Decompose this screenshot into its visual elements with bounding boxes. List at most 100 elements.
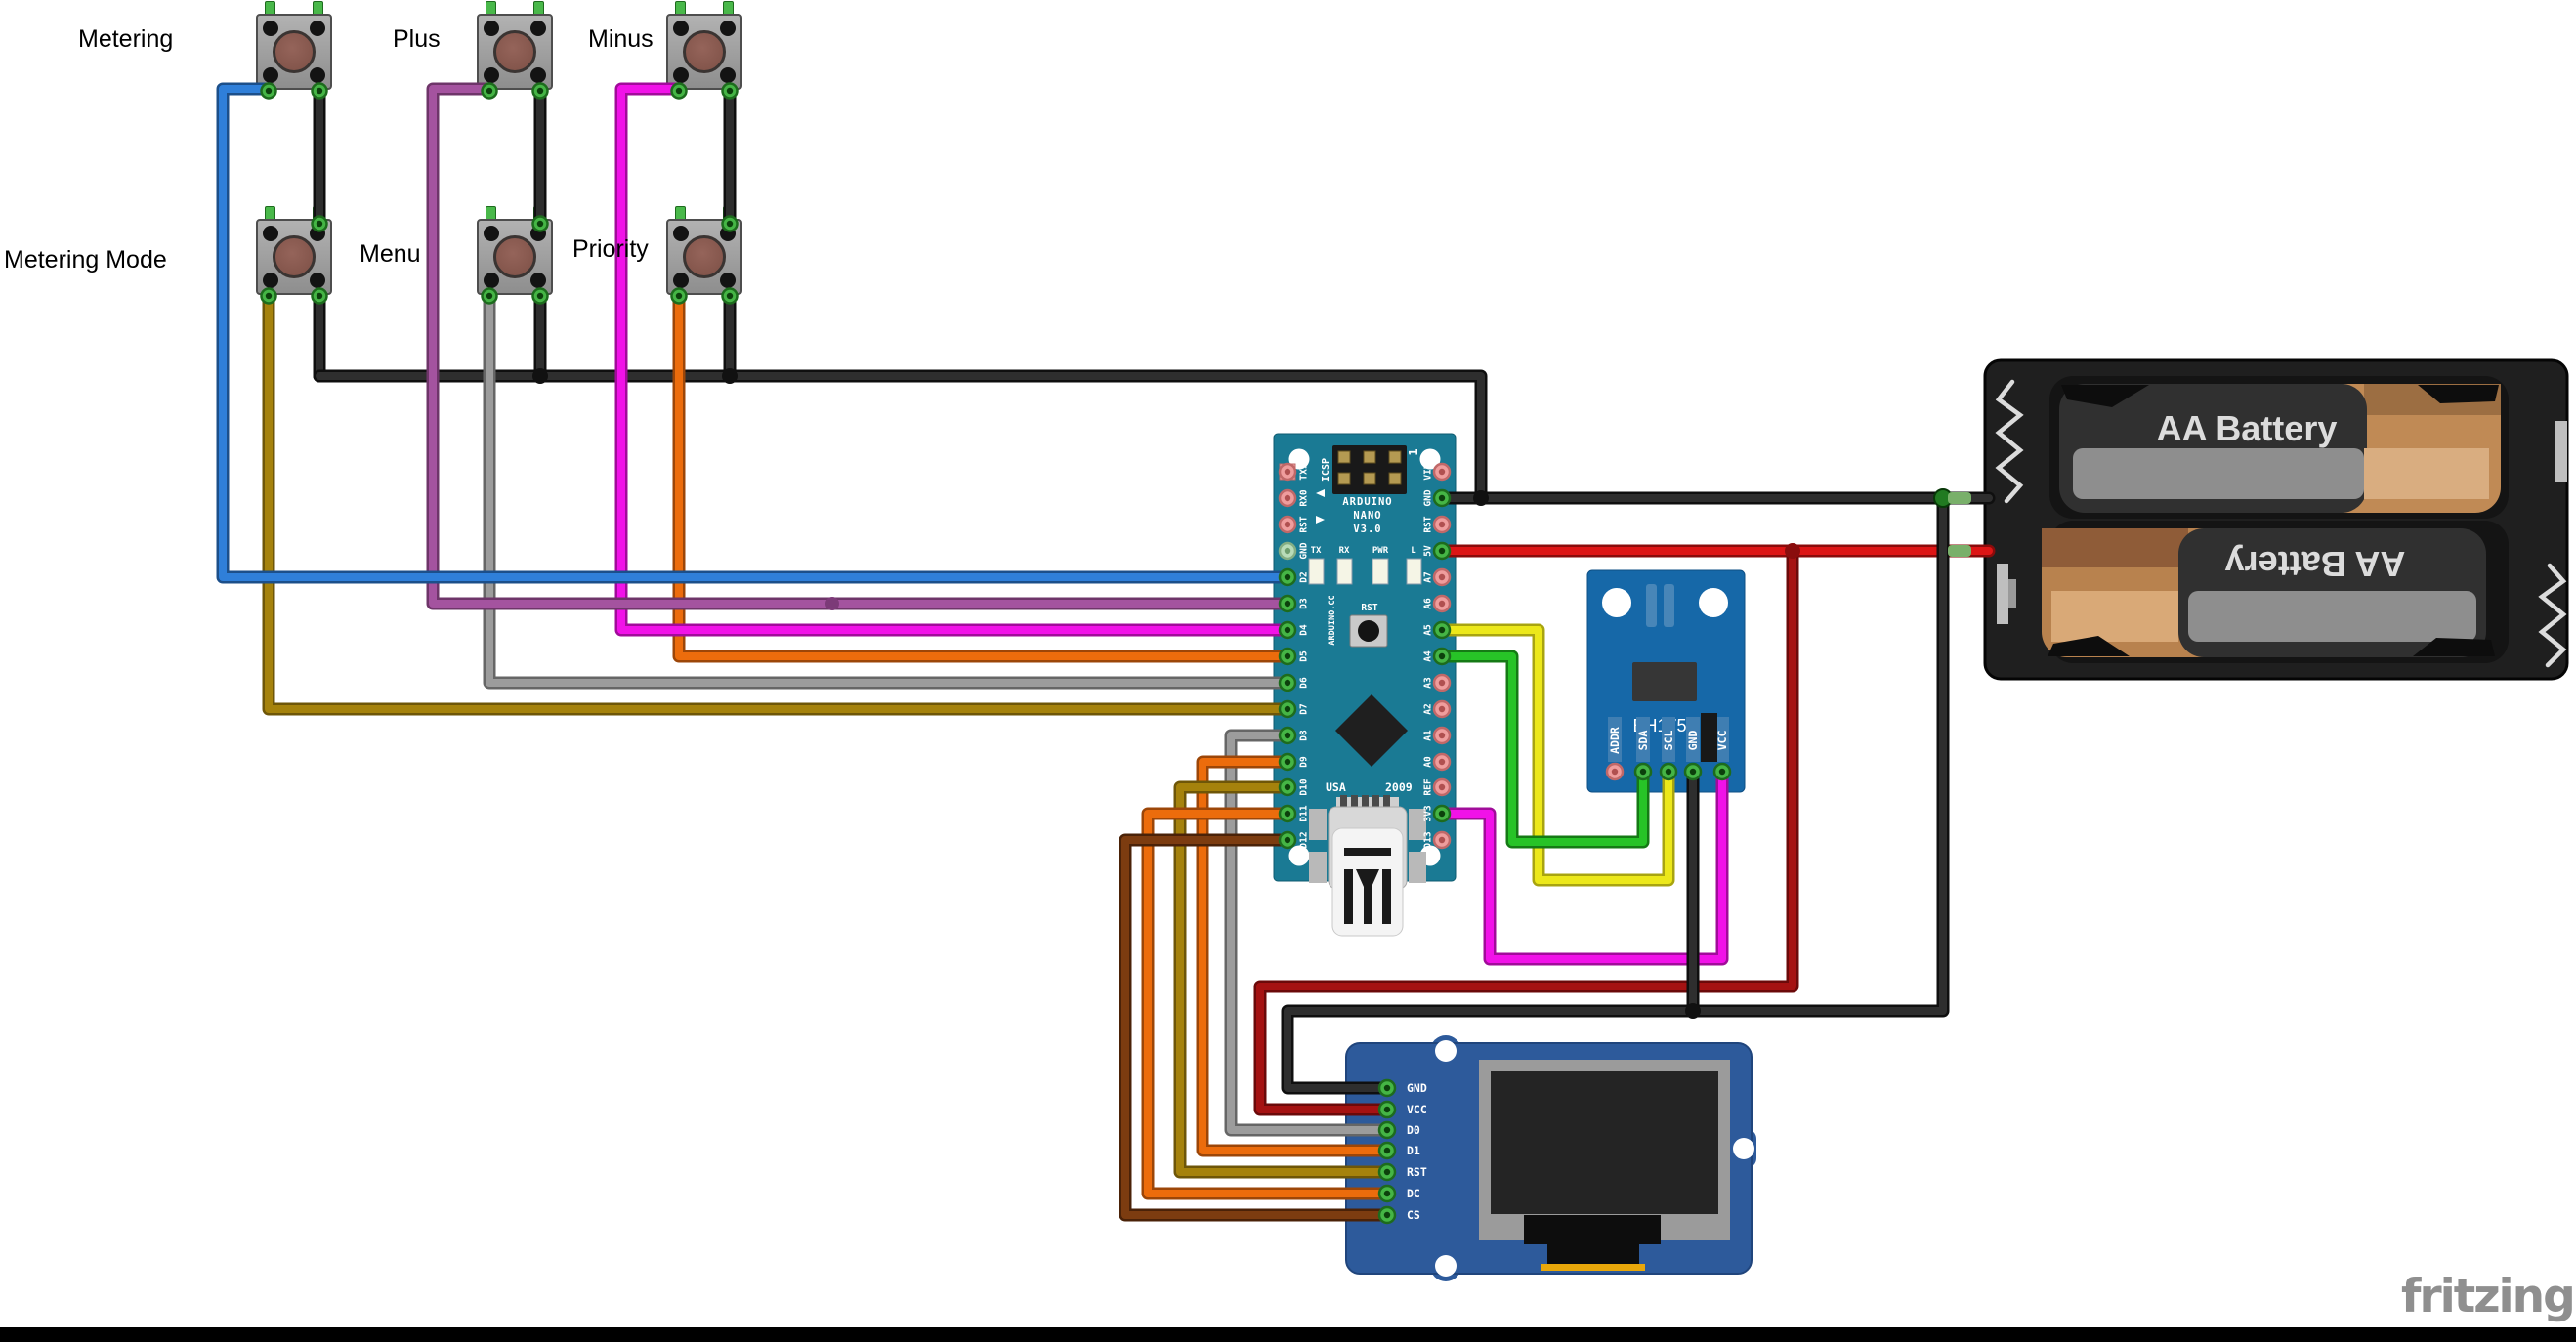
junction-bh1750-gnd-branch[interactable] <box>1685 1003 1701 1019</box>
button-menu-pin-tr[interactable] <box>531 215 549 232</box>
wire-orange-d9-oled-d1[interactable] <box>1199 758 1385 1154</box>
pushbutton-minus[interactable] <box>666 1 742 90</box>
bh1750-pin-scl[interactable] <box>1659 762 1678 781</box>
junction-red-branch[interactable] <box>1785 543 1800 559</box>
button-cap[interactable] <box>273 30 316 73</box>
button-menu-pin-bl[interactable] <box>481 287 498 305</box>
wire-green-a4-sda[interactable] <box>1438 652 1647 846</box>
arduino-pin-d13[interactable] <box>1432 830 1452 850</box>
arduino-pin-d10[interactable] <box>1278 777 1297 797</box>
button-minus-pin-br[interactable] <box>721 82 739 100</box>
arduino-pin-label-left: D9 <box>1299 756 1310 768</box>
arduino-pin-5v[interactable] <box>1432 541 1452 561</box>
button-cap[interactable] <box>493 235 536 278</box>
arduino-pin-rx0[interactable] <box>1278 488 1297 508</box>
arduino-pin-d2[interactable] <box>1278 567 1297 587</box>
wire-gray-d8-oled-d0[interactable] <box>1227 732 1385 1134</box>
wire-olive-d10-oled-rst[interactable] <box>1176 783 1385 1176</box>
arduino-pin-rst[interactable] <box>1432 515 1452 534</box>
arduino-pin-a0[interactable] <box>1432 752 1452 772</box>
arduino-pin-gnd[interactable] <box>1432 488 1452 508</box>
arduino-pin-d11[interactable] <box>1278 804 1297 823</box>
wire-magenta-minus-d4[interactable] <box>617 85 1291 634</box>
junction-bus-menu[interactable] <box>532 368 548 384</box>
arduino-pin-a5[interactable] <box>1432 620 1452 640</box>
button-menu-pin-br[interactable] <box>531 287 549 305</box>
arduino-pin-d4[interactable] <box>1278 620 1297 640</box>
bendpoint-purple[interactable] <box>825 597 839 610</box>
arduino-pin-a2[interactable] <box>1432 699 1452 719</box>
bh1750-pin-sda[interactable] <box>1633 762 1653 781</box>
wire-orange-priority-d5[interactable] <box>675 292 1291 660</box>
bh1750-pin-addr[interactable] <box>1605 762 1625 781</box>
arduino-pin-d9[interactable] <box>1278 752 1297 772</box>
button-cap[interactable] <box>493 30 536 73</box>
arduino-pin-a7[interactable] <box>1432 567 1452 587</box>
button-metering-mode-pin-br[interactable] <box>311 287 328 305</box>
button-minus-pin-bl[interactable] <box>670 82 688 100</box>
oled-pin-dc[interactable] <box>1377 1184 1397 1203</box>
wire-gray-menu-d6[interactable] <box>486 292 1291 687</box>
arduino-pin-a4[interactable] <box>1432 647 1452 666</box>
oled-pin-d0[interactable] <box>1377 1120 1397 1140</box>
wire-brown-d12-oled-cs[interactable] <box>1121 836 1385 1219</box>
button-plus-pin-br[interactable] <box>531 82 549 100</box>
pushbutton-metering-mode[interactable] <box>256 206 332 295</box>
wire-darkred-branch-oled-vcc[interactable] <box>1256 547 1796 1113</box>
pushbutton-priority[interactable] <box>666 206 742 295</box>
arduino-pin-tx1[interactable] <box>1278 462 1297 482</box>
button-plus-pin-bl[interactable] <box>481 82 498 100</box>
arduino-pin-d12[interactable] <box>1278 830 1297 850</box>
arduino-pin-rst[interactable] <box>1278 515 1297 534</box>
junction-bus-priority[interactable] <box>722 368 738 384</box>
wire-yellow-a5-scl[interactable] <box>1438 626 1672 884</box>
oled-pin-d1[interactable] <box>1377 1141 1397 1160</box>
button-metering-mode-pin-tr[interactable] <box>311 215 328 232</box>
bh1750-pin-gnd[interactable] <box>1683 762 1703 781</box>
arduino-pin-d3[interactable] <box>1278 594 1297 613</box>
reset-button-cap[interactable] <box>1358 620 1379 642</box>
bh1750-pin-vcc[interactable] <box>1712 762 1732 781</box>
button-cap[interactable] <box>273 235 316 278</box>
pushbutton-metering[interactable] <box>256 1 332 90</box>
arduino-pin-d8[interactable] <box>1278 726 1297 745</box>
icsp-header[interactable] <box>1332 445 1407 494</box>
button-metering-mode-pin-bl[interactable] <box>260 287 277 305</box>
pushbutton-plus[interactable] <box>477 1 553 90</box>
button-cap[interactable] <box>683 235 726 278</box>
junction-bus-gnd[interactable] <box>1473 490 1489 506</box>
button-metering-pin-br[interactable] <box>311 82 328 100</box>
wire-olive-meteringmode-d7[interactable] <box>265 292 1291 713</box>
battery-holder[interactable]: AA Battery AA Battery <box>1983 358 2569 681</box>
button-priority-pin-tr[interactable] <box>721 215 739 232</box>
wire-orange-d11-oled-dc[interactable] <box>1144 810 1385 1197</box>
oled-pin-vcc[interactable] <box>1377 1100 1397 1119</box>
button-priority-pin-bl[interactable] <box>670 287 688 305</box>
arduino-nano-board[interactable]: ICSP 1 ARDUINO NANO V3.0 TX RX PWR L RST… <box>1273 433 1457 937</box>
oled-pin-rst[interactable] <box>1377 1162 1397 1182</box>
wire-black-ground-bus[interactable] <box>316 372 1485 502</box>
wire-blue-metering-d2[interactable] <box>219 85 1291 581</box>
button-cap[interactable] <box>683 30 726 73</box>
arduino-pin-d5[interactable] <box>1278 647 1297 666</box>
usb-connector[interactable] <box>1309 795 1426 937</box>
arduino-pin-label-right: GND <box>1423 489 1434 506</box>
arduino-pin-d6[interactable] <box>1278 673 1297 692</box>
wire-magenta-3v3-vcc[interactable] <box>1438 770 1726 963</box>
button-metering-pin-bl[interactable] <box>260 82 277 100</box>
arduino-pin-vin[interactable] <box>1432 462 1452 482</box>
arduino-pin-a3[interactable] <box>1432 673 1452 692</box>
arduino-pin-3v3[interactable] <box>1432 804 1452 823</box>
arduino-pin-a6[interactable] <box>1432 594 1452 613</box>
oled-pin-cs[interactable] <box>1377 1205 1397 1225</box>
arduino-pin-ref[interactable] <box>1432 777 1452 797</box>
wire-purple-plus-d3[interactable] <box>429 85 1291 608</box>
arduino-pin-gnd[interactable] <box>1278 541 1297 561</box>
arduino-pin-d7[interactable] <box>1278 699 1297 719</box>
wire-black-battery-branch-oled-gnd[interactable] <box>1284 494 1947 1092</box>
oled-pin-gnd[interactable] <box>1377 1078 1397 1098</box>
arduino-pin-a1[interactable] <box>1432 726 1452 745</box>
button-priority-pin-br[interactable] <box>721 287 739 305</box>
